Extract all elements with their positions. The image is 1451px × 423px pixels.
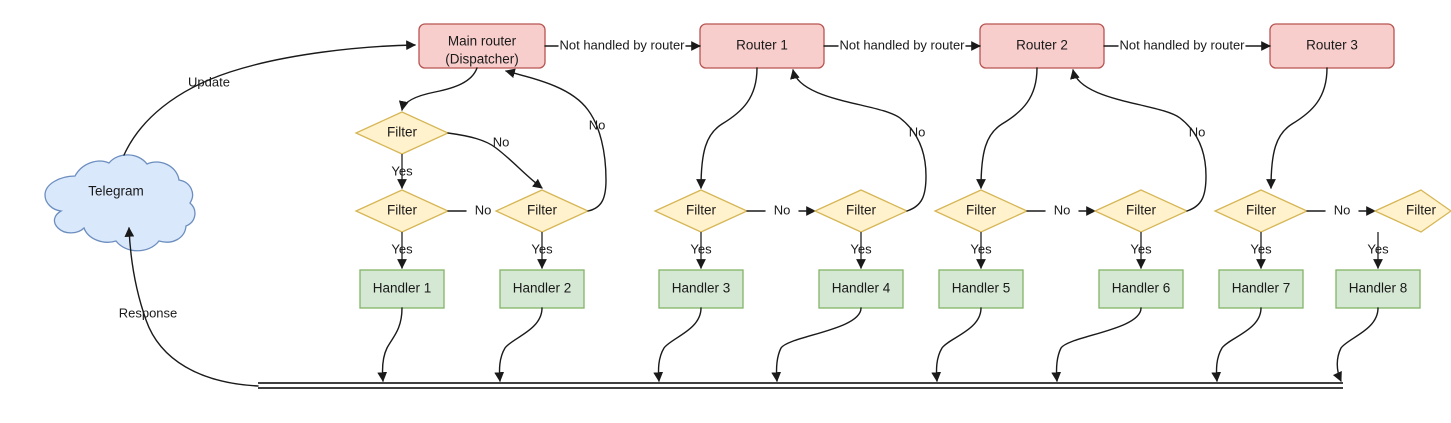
edge-update: Update — [123, 40, 416, 156]
edge-filter-2-yes: Yes — [531, 232, 553, 269]
edge-label-not-handled-3: Not handled by router — [1119, 37, 1245, 52]
edge-filter-4-yes: Yes — [850, 232, 872, 269]
edge-label-yes-pre: Yes — [391, 163, 413, 178]
edge-filter-8-yes: Yes — [1367, 232, 1389, 269]
edge-filter-2-no-back: No — [505, 68, 607, 212]
edge-router-2-to-filter-5 — [976, 67, 1038, 189]
edge-handler-4-to-bus — [771, 307, 862, 382]
edge-main-to-filter-pre — [398, 67, 478, 111]
edge-label-yes-f1: Yes — [391, 241, 413, 256]
filter-pre[interactable]: Filter — [354, 111, 450, 155]
edge-filter-6-no-back: No — [1070, 69, 1207, 212]
edge-handler-8-to-bus — [1332, 307, 1379, 382]
filter-5[interactable]: Filter — [933, 189, 1029, 233]
edge-label-yes-f3: Yes — [690, 241, 712, 256]
filter-3[interactable]: Filter — [653, 189, 749, 233]
edge-label-update: Update — [188, 74, 230, 89]
edge-label-no-back-main: No — [589, 117, 606, 132]
filter-1[interactable]: Filter — [354, 189, 450, 233]
edge-handler-2-to-bus — [494, 307, 543, 382]
edge-not-handled-3: Not handled by router — [1103, 37, 1271, 52]
edge-handler-5-to-bus — [931, 307, 982, 382]
edge-filter-pre-yes: Yes — [391, 154, 413, 189]
filter-8[interactable]: Filter — [1373, 189, 1451, 233]
edge-label-yes-f2: Yes — [531, 241, 553, 256]
filter-6[interactable]: Filter — [1093, 189, 1189, 233]
edge-label-yes-f6: Yes — [1130, 241, 1152, 256]
edge-not-handled-1: Not handled by router — [544, 37, 701, 52]
edge-router-3-to-filter-7 — [1266, 67, 1328, 189]
edge-label-response: Response — [119, 305, 178, 320]
edge-label-no-f5: No — [1054, 202, 1071, 217]
edge-label-not-handled-1: Not handled by router — [559, 37, 685, 52]
edge-filter-5-no: No — [1026, 202, 1096, 217]
handler-3[interactable]: Handler 3 — [658, 269, 744, 309]
filter-4[interactable]: Filter — [813, 189, 909, 233]
edge-filter-4-no-back: No — [790, 69, 927, 212]
edge-label-no-f1: No — [475, 202, 492, 217]
edge-not-handled-2: Not handled by router — [823, 37, 981, 52]
edge-response: Response — [119, 227, 259, 387]
handler-8[interactable]: Handler 8 — [1335, 269, 1421, 309]
telegram-cloud[interactable]: Telegram — [44, 154, 196, 252]
handler-6[interactable]: Handler 6 — [1098, 269, 1184, 309]
edge-label-no-f3: No — [774, 202, 791, 217]
filter-7[interactable]: Filter — [1213, 189, 1309, 233]
edge-label-yes-f7: Yes — [1250, 241, 1272, 256]
edge-handler-6-to-bus — [1051, 307, 1142, 382]
edge-filter-pre-no: No — [447, 132, 543, 189]
edge-filter-7-no: No — [1306, 202, 1376, 217]
edge-label-not-handled-2: Not handled by router — [839, 37, 965, 52]
router-router-3[interactable]: Router 3 — [1269, 23, 1395, 69]
edge-label-yes-f4: Yes — [850, 241, 872, 256]
edge-filter-7-yes: Yes — [1250, 232, 1272, 269]
edge-handler-7-to-bus — [1211, 307, 1262, 382]
edge-label-no-back-r1: No — [909, 124, 926, 139]
handler-1[interactable]: Handler 1 — [359, 269, 445, 309]
edge-filter-6-yes: Yes — [1130, 232, 1152, 269]
handler-7[interactable]: Handler 7 — [1218, 269, 1304, 309]
response-bus — [258, 382, 1343, 389]
filter-2[interactable]: Filter — [494, 189, 590, 233]
edge-label-no-f7: No — [1334, 202, 1351, 217]
edge-label-no-back-r2: No — [1189, 124, 1206, 139]
router-router-1[interactable]: Router 1 — [699, 23, 825, 69]
edge-router-1-to-filter-3 — [696, 67, 758, 189]
edge-filter-3-yes: Yes — [690, 232, 712, 269]
edge-label-yes-f8: Yes — [1367, 241, 1389, 256]
edge-label-yes-f5: Yes — [970, 241, 992, 256]
edge-handler-1-to-bus — [377, 307, 403, 382]
router-main-router[interactable]: Main router (Dispatcher) — [418, 23, 546, 69]
handler-4[interactable]: Handler 4 — [818, 269, 904, 309]
router-router-2[interactable]: Router 2 — [979, 23, 1105, 69]
edge-handler-3-to-bus — [653, 307, 702, 382]
edge-filter-3-no: No — [746, 202, 816, 217]
edge-label-no-pre: No — [493, 134, 510, 149]
edge-filter-1-yes: Yes — [391, 232, 413, 269]
handler-2[interactable]: Handler 2 — [499, 269, 585, 309]
handler-5[interactable]: Handler 5 — [938, 269, 1024, 309]
edge-filter-5-yes: Yes — [970, 232, 992, 269]
